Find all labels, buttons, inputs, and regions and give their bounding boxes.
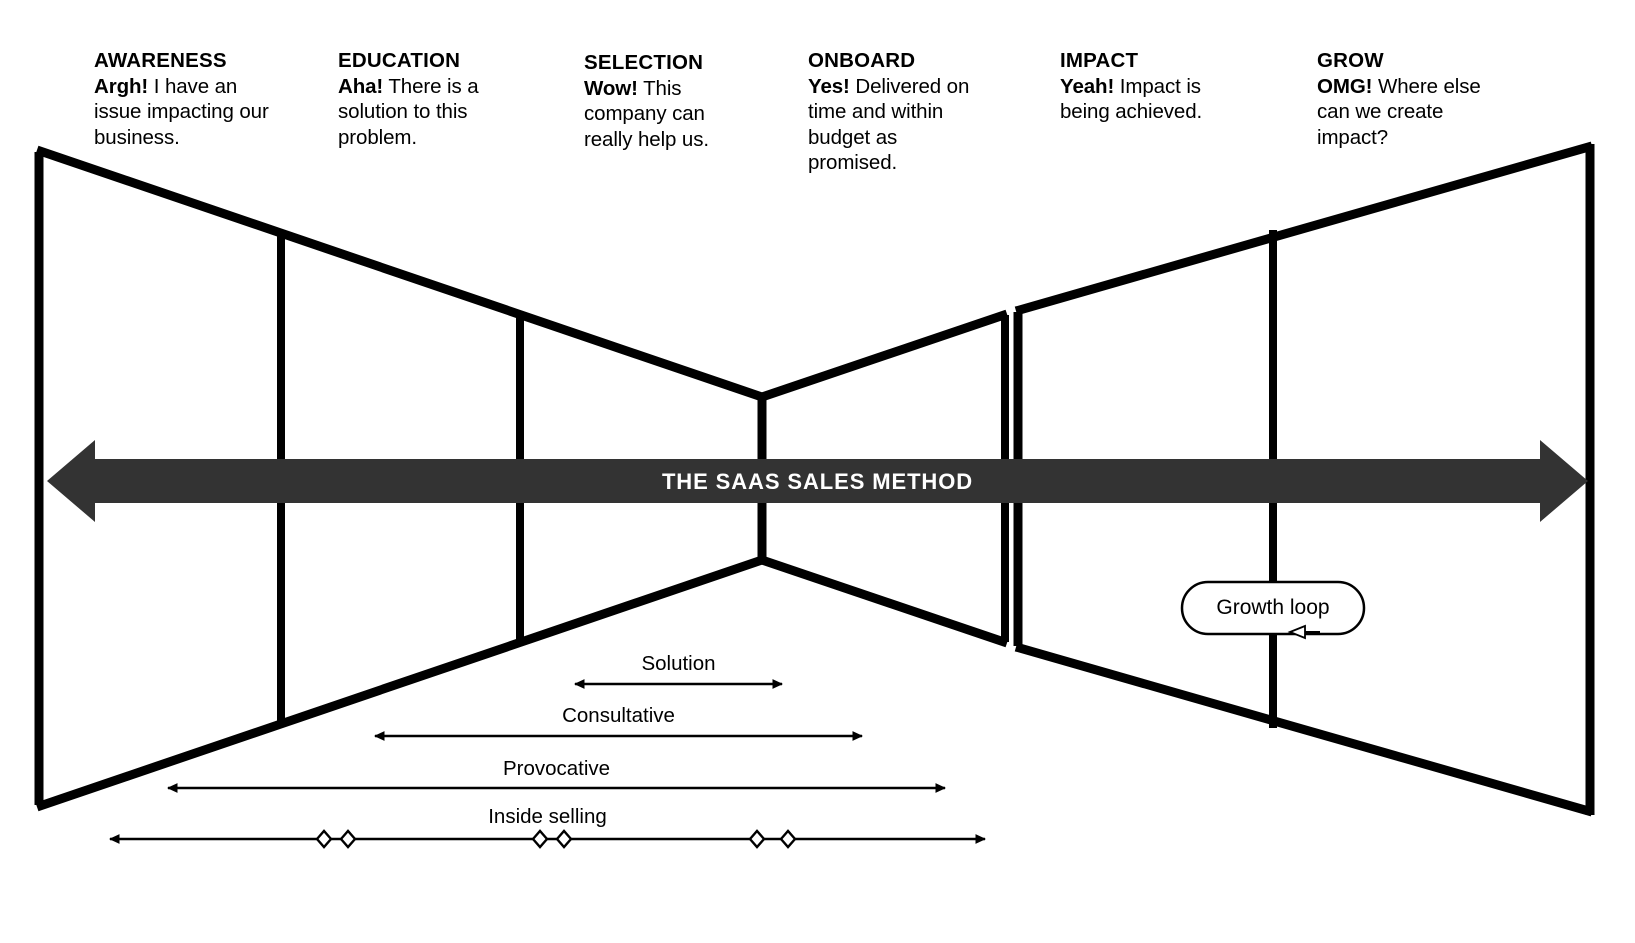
range-label-provocative: Provocative <box>502 757 611 780</box>
diamond-icon-3 <box>531 829 549 849</box>
stage-exclamation-impact: Yeah! <box>1060 74 1115 98</box>
stage-exclamation-onboard: Yes! <box>808 74 850 98</box>
stage-text-onboard: Delivered on time and within budget as p… <box>808 74 970 175</box>
diamond-markers <box>315 829 797 849</box>
stage-caption-grow: GROW OMG! Where else can we create impac… <box>1317 48 1497 150</box>
diamond-icon-1 <box>315 829 333 849</box>
stage-caption-education: EDUCATION Aha! There is a solution to th… <box>338 48 498 150</box>
left-funnel-bottom-slope <box>35 555 764 812</box>
stage-caption-onboard: ONBOARD Yes! Delivered on time and withi… <box>808 48 990 176</box>
growth-loop-label[interactable]: Growth loop <box>1216 596 1330 619</box>
growth-loop[interactable] <box>1180 580 1366 640</box>
right-funnel-bottom-slope <box>1014 642 1594 817</box>
right-funnel-top-slope <box>1014 141 1594 316</box>
stage-title-selection: SELECTION <box>584 51 704 74</box>
stage-text-grow: Where else can we create impact? <box>1317 74 1481 149</box>
stage-caption-impact: IMPACT Yeah! Impact is being achieved. <box>1060 48 1240 125</box>
stage-text-education: There is a solution to this problem. <box>338 74 479 149</box>
stage-title-grow: GROW <box>1317 49 1384 72</box>
saas-method-band-arrow <box>47 440 1588 522</box>
stage-exclamation-grow: OMG! <box>1317 74 1373 98</box>
onboard-bottom-slope <box>760 555 1009 648</box>
stage-exclamation-education: Aha! <box>338 74 384 98</box>
stage-title-education: EDUCATION <box>338 49 461 72</box>
band-arrow-shape <box>47 440 1588 522</box>
stage-text-awareness: I have an issue impacting our business. <box>94 74 269 149</box>
left-funnel-top-slope <box>35 145 764 402</box>
stage-exclamation-selection: Wow! <box>584 76 638 100</box>
diamond-icon-5 <box>748 829 766 849</box>
growth-loop-arrowhead-icon <box>1287 624 1306 640</box>
range-label-solution: Solution <box>641 652 716 675</box>
coverage-arrows <box>109 679 986 849</box>
stage-exclamation-awareness: Argh! <box>94 74 149 98</box>
stage-text-impact: Impact is being achieved. <box>1060 74 1203 124</box>
band-title: THE SAAS SALES METHOD <box>661 469 974 494</box>
range-label-consultative: Consultative <box>562 704 675 727</box>
stage-caption-awareness: AWARENESS Argh! I have an issue impactin… <box>94 48 274 150</box>
growth-loop-pill[interactable] <box>1180 580 1366 636</box>
diamond-icon-6 <box>779 829 797 849</box>
range-label-inside-selling: Inside selling <box>488 805 607 828</box>
stage-title-onboard: ONBOARD <box>808 49 916 72</box>
diamond-icon-2 <box>339 829 357 849</box>
diamond-icon-4 <box>555 829 573 849</box>
stage-title-awareness: AWARENESS <box>94 49 227 72</box>
onboard-top-slope <box>760 309 1009 402</box>
stage-caption-selection: SELECTION Wow! This company can really h… <box>584 50 734 152</box>
stage-title-impact: IMPACT <box>1060 49 1139 72</box>
stage-text-selection: This company can really help us. <box>584 76 709 151</box>
